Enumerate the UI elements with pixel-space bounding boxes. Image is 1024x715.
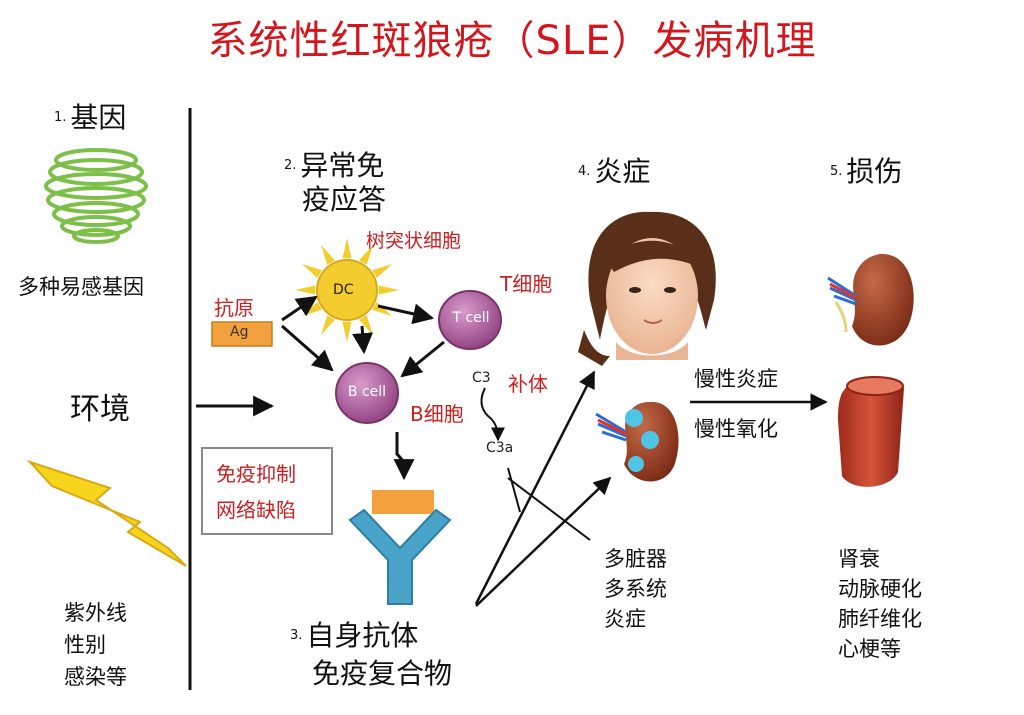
arrow-to-face bbox=[474, 370, 596, 605]
step-gene-label: 基因 bbox=[70, 101, 127, 134]
dc-ray bbox=[359, 245, 373, 265]
antigen-box bbox=[211, 321, 273, 347]
factor-infection: 感染等 bbox=[64, 665, 127, 689]
face-icon bbox=[578, 211, 716, 366]
b-cell-icon bbox=[335, 362, 399, 424]
page-title: 系统性红斑狼疮（SLE）发病机理 bbox=[207, 18, 817, 64]
arrow-ag-to-bcell bbox=[281, 324, 334, 372]
step-immune-line2: 疫应答 bbox=[302, 183, 387, 216]
dc-ray bbox=[321, 315, 335, 335]
gene-description: 多种易感基因 bbox=[18, 275, 144, 299]
dc-ray bbox=[372, 302, 392, 316]
antigen-label: 抗原 bbox=[214, 296, 254, 320]
arrow-ag-to-dc bbox=[281, 295, 318, 322]
defect-line1: 免疫抑制 bbox=[216, 462, 296, 486]
t-cell-icon bbox=[438, 290, 502, 350]
arrow-to-kidney bbox=[475, 476, 612, 607]
organ-line1: 多脏器 bbox=[604, 547, 667, 571]
dc-ray bbox=[342, 238, 352, 259]
c3a-branch-2 bbox=[507, 477, 591, 541]
c3a-branch-1 bbox=[507, 467, 521, 513]
chronic-oxidation-label: 慢性氧化 bbox=[694, 417, 778, 441]
step-damage-num: 5. bbox=[830, 164, 843, 179]
factor-uv: 紫外线 bbox=[64, 601, 127, 625]
dc-ray bbox=[359, 315, 373, 335]
step-damage-header: 5.损伤 bbox=[830, 154, 902, 190]
bcell-cn-label: B细胞 bbox=[410, 402, 464, 426]
arrow-tcell-to-bcell bbox=[400, 340, 445, 378]
c3-label: C3 bbox=[472, 370, 491, 386]
tcell-label: T cell bbox=[452, 310, 490, 326]
step-autoantibody-line1: 自身抗体 bbox=[306, 619, 419, 652]
lightning-icon bbox=[26, 459, 187, 567]
step-immune-num: 2. bbox=[284, 158, 297, 173]
dc-ray bbox=[342, 321, 352, 342]
defect-line2: 网络缺陷 bbox=[216, 498, 296, 522]
factor-sex: 性别 bbox=[64, 633, 106, 657]
c3a-label: C3a bbox=[486, 440, 514, 456]
step-gene-header: 1.基因 bbox=[54, 100, 126, 136]
step-autoantibody-num: 3. bbox=[290, 628, 303, 643]
organ-line3: 炎症 bbox=[604, 607, 646, 631]
environment-label: 环境 bbox=[70, 392, 130, 427]
dc-label: DC bbox=[333, 282, 354, 298]
antibody-icon bbox=[348, 490, 452, 605]
bcell-label: B cell bbox=[347, 384, 387, 400]
step-immune-header: 2.异常免 bbox=[284, 148, 384, 184]
damage-item-renal-failure: 肾衰 bbox=[838, 547, 880, 571]
step-inflammation-header: 4.炎症 bbox=[578, 154, 650, 190]
step-inflammation-label: 炎症 bbox=[594, 155, 651, 188]
damage-item-mi: 心梗等 bbox=[838, 637, 901, 661]
damage-item-atherosclerosis: 动脉硬化 bbox=[838, 577, 922, 601]
dc-ray bbox=[321, 245, 335, 265]
chronic-inflammation-label: 慢性炎症 bbox=[694, 367, 778, 391]
step-autoantibody-header: 3.自身抗体 bbox=[290, 618, 418, 654]
arrow-c3-to-c3a bbox=[480, 387, 505, 442]
step-immune-line1: 异常免 bbox=[300, 149, 385, 182]
arrow-dc-to-bcell bbox=[352, 325, 374, 355]
dc-cn-label: 树突状细胞 bbox=[366, 230, 462, 252]
dc-ray bbox=[302, 264, 322, 278]
complement-label: 补体 bbox=[508, 372, 548, 396]
step-gene-num: 1. bbox=[54, 110, 67, 125]
step-inflammation-num: 4. bbox=[578, 164, 591, 179]
tcell-cn-label: T细胞 bbox=[500, 272, 553, 296]
dna-icon bbox=[44, 148, 148, 244]
artery-icon bbox=[838, 376, 904, 487]
defect-box bbox=[201, 447, 333, 535]
inflamed-kidney-icon bbox=[595, 401, 679, 482]
step-autoantibody-line2: 免疫复合物 bbox=[312, 657, 453, 690]
arrow-bcell-to-antibody bbox=[393, 432, 415, 481]
damage-item-pulmonary-fibrosis: 肺纤维化 bbox=[838, 607, 922, 631]
dc-ray bbox=[378, 285, 399, 295]
antigen-box-label: Ag bbox=[230, 324, 249, 340]
organ-line2: 多系统 bbox=[604, 577, 667, 601]
arrow-dc-to-tcell bbox=[377, 303, 435, 325]
dc-icon bbox=[295, 238, 399, 342]
kidney-icon bbox=[827, 253, 914, 346]
step-damage-label: 损伤 bbox=[846, 155, 903, 188]
dc-ray bbox=[372, 264, 392, 278]
dc-ray bbox=[295, 285, 316, 295]
